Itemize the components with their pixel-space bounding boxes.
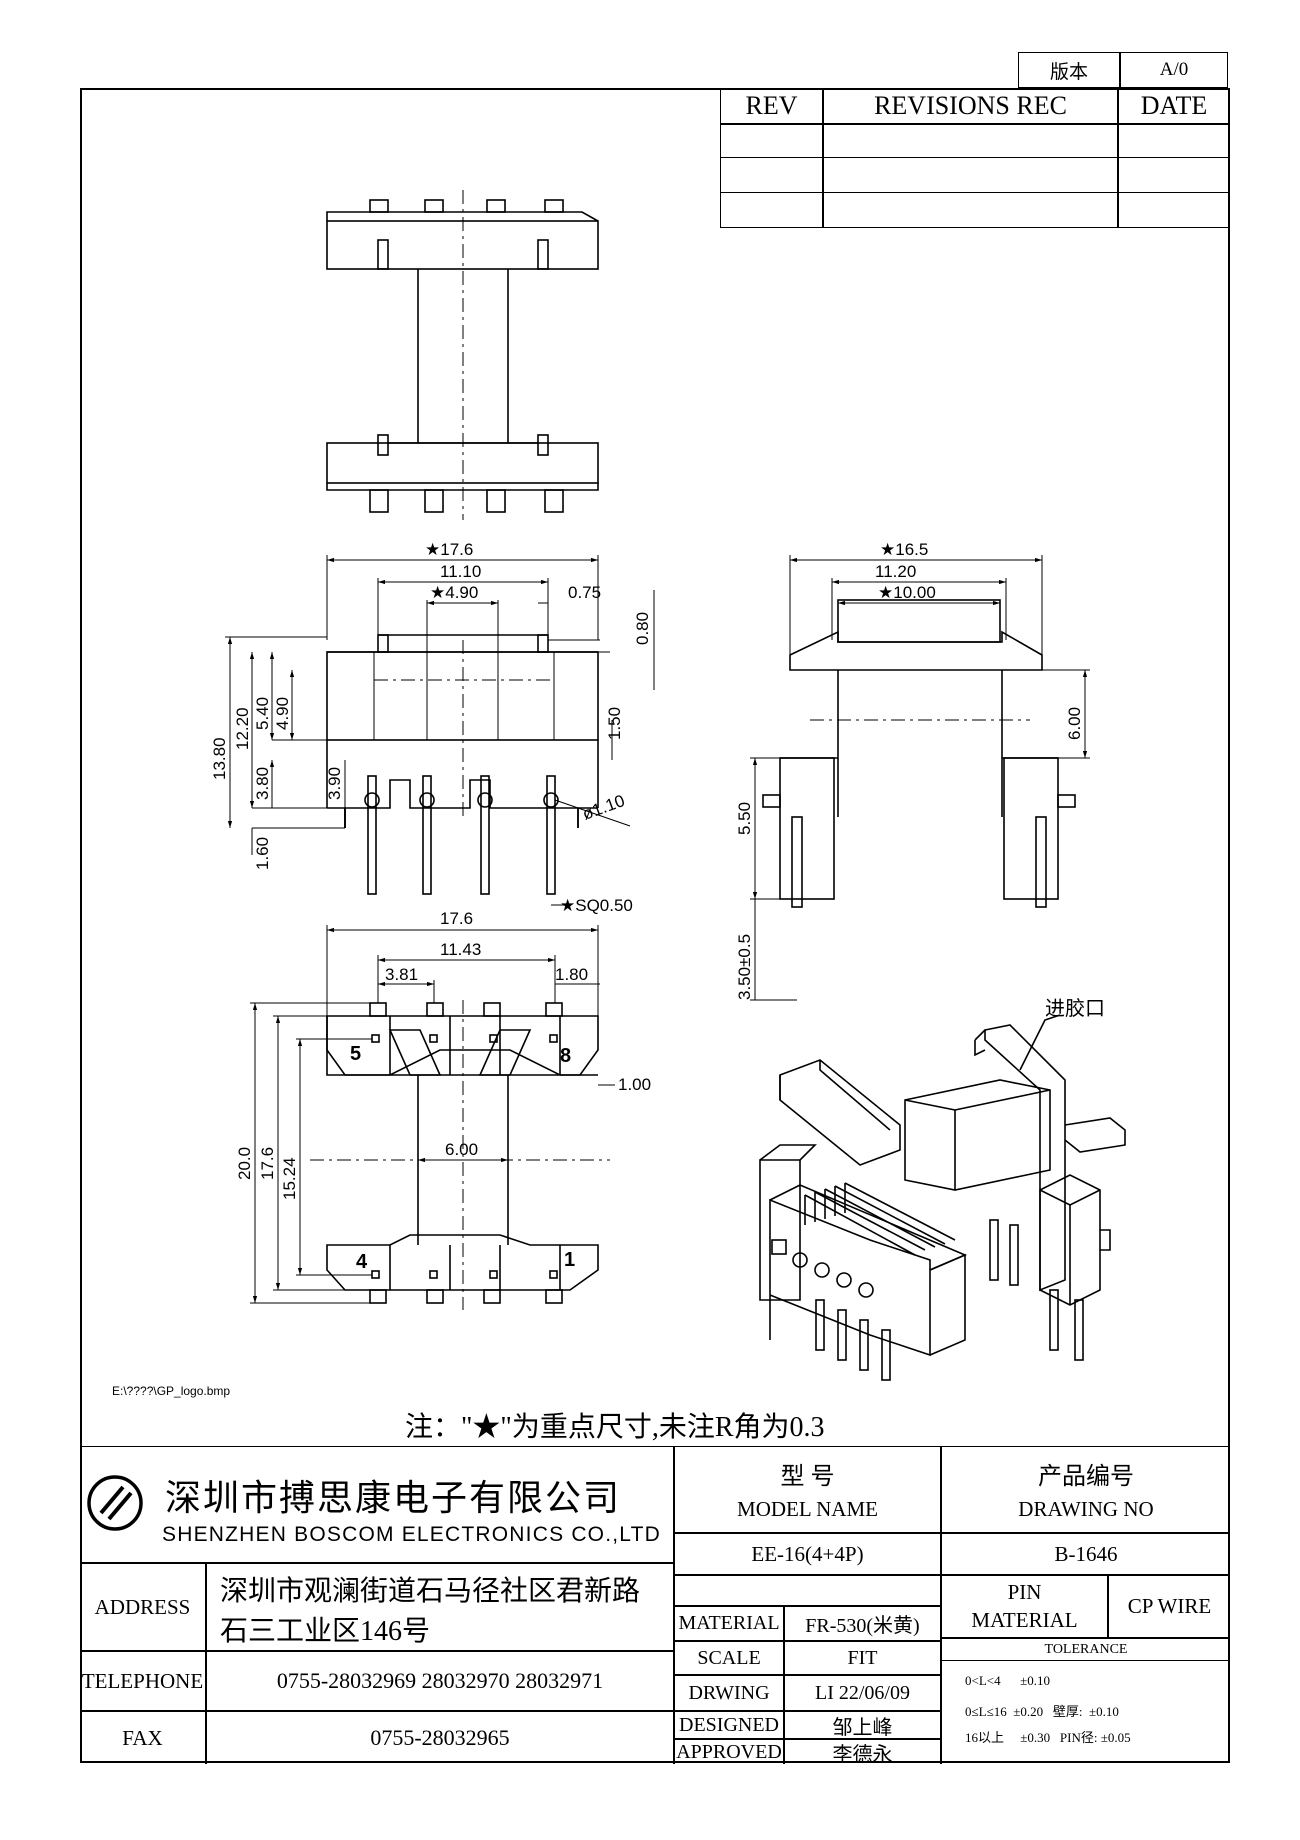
dim-w: 6.00 [445,1140,478,1159]
drawing-border [80,88,1230,1763]
revisions-rec-header: REVISIONS REC [874,91,1067,120]
dim-m: ø1.10 [580,791,627,824]
dim-e: 0.80 [633,612,652,645]
company-name-cn: 深圳市搏思康电子有限公司 [165,1478,622,1518]
dim-y: 17.6 [258,1147,277,1180]
pin-number-4: 4 [356,1251,368,1273]
model-label-cn: 型 号 [780,1463,835,1490]
revision-table: REV REVISIONS REC DATE [720,88,1230,228]
telephone-label: TELEPHONE [81,1668,204,1693]
dim-v2: 1.00 [618,1075,651,1094]
tolerance-row-3: 16以上 ±0.30 PIN径: ±0.05 [965,1730,1131,1745]
drawing-label-cn: 产品编号 [1038,1463,1134,1490]
dim-d: 0.75 [568,583,601,602]
pin-number-5: 5 [350,1043,361,1065]
dim-q: ★10.00 [878,583,936,602]
telephone-value: 0755-28032969 28032970 28032971 [276,1668,604,1693]
company-name-en: SHENZHEN BOSCOM ELECTRONICS CO.,LTD [162,1523,661,1546]
material-value: FR-530(米黄) [805,1615,920,1637]
dim-x: 20.0 [235,1147,254,1180]
scale-label: SCALE [697,1646,761,1669]
drawing-value: B-1646 [1054,1541,1118,1566]
fax-label: FAX [122,1725,163,1750]
pin-numbers: 5 8 4 1 [350,1043,575,1273]
dim-o: ★16.5 [880,540,928,559]
pin-material-value: CP WIRE [1127,1594,1212,1618]
dim-a: ★17.6 [425,540,473,559]
isometric-view [759,1014,1126,1381]
dim-z: 15.24 [280,1157,299,1200]
dimension-labels: ★17.6 11.10 ★4.90 0.75 ★16.5 11.20 ★10.0… [210,540,1084,1200]
company-logo [87,1475,143,1531]
designed-value: 邹上峰 [832,1716,893,1739]
pin-material-label-1: PIN [1007,1579,1042,1604]
side-view [762,599,1076,908]
technical-drawing: ★17.6 11.10 ★4.90 0.75 ★16.5 11.20 ★10.0… [210,190,1126,1381]
dim-r: 6.00 [1065,707,1084,740]
dim-f1: 3.90 [325,767,344,800]
dim-b: 11.10 [440,562,481,581]
dim-u: 11.43 [440,940,481,959]
pin-number-8: 8 [560,1045,571,1067]
dim-f: 4.90 [273,697,292,730]
pin-number-1: 1 [564,1249,575,1271]
dim-p: 11.20 [875,562,916,581]
address-label: ADDRESS [94,1594,191,1619]
tolerance-row-1: 0<L<4 ±0.10 [965,1673,1050,1688]
dim-n: ★SQ0.50 [560,896,633,915]
dim-k: 1.60 [253,837,272,870]
dim-c: ★4.90 [430,583,478,602]
address-line2: 石三工业区146号 [220,1616,431,1647]
dim-s2: 3.50±0.5 [735,934,754,1000]
logo-path: E:\????\GP_logo.bmp [112,1384,231,1398]
material-label: MATERIAL [678,1612,780,1634]
version-label: 版本 [1049,61,1088,83]
gate-label: 进胶口 [1045,997,1105,1020]
address-line1: 深圳市观澜街道石马径社区君新路 [220,1576,641,1607]
drwing-value: LI 22/06/09 [815,1681,910,1704]
scale-value: FIT [847,1646,878,1669]
model-value: EE-16(4+4P) [751,1541,864,1566]
dim-t: 17.6 [440,909,473,928]
tolerance-row-2: 0≤L≤16 ±0.20 壁厚: ±0.10 [965,1704,1119,1719]
drawing-label-en: DRAWING NO [1018,1496,1154,1521]
top-view [326,190,599,520]
designed-label: DESIGNED [679,1713,779,1736]
fax-value: 0755-28032965 [370,1725,510,1750]
note-text: 注："★"为重点尺寸,未注R角为0.3 [405,1412,825,1443]
approved-label: APPROVED [676,1740,782,1763]
dim-i: 13.80 [210,737,229,780]
bottom-view-dims [250,925,615,1304]
side-view-dims [750,555,1090,1001]
model-label-en: MODEL NAME [737,1496,878,1521]
front-view-dims [225,555,655,906]
pin-material-label-2: MATERIAL [971,1607,1078,1632]
dim-h: 12.20 [233,707,252,750]
version-box: 版本 A/0 [1018,52,1228,88]
dim-l: 1.50 [605,707,624,740]
version-value: A/0 [1159,59,1189,80]
dim-j: 3.80 [253,767,272,800]
rev-header: REV [745,91,798,120]
date-header: DATE [1140,91,1208,120]
tolerance-title: TOLERANCE [1044,1641,1128,1657]
drwing-label: DRWING [688,1681,770,1704]
dim-g: 5.40 [253,697,272,730]
front-view [326,634,599,895]
dim-v1: 1.80 [555,965,588,984]
title-block: 深圳市搏思康电子有限公司 SHENZHEN BOSCOM ELECTRONICS… [80,1446,1230,1766]
dim-v: 3.81 [385,965,418,984]
approved-value: 李德永 [832,1743,893,1766]
dim-s: 5.50 [735,802,754,835]
